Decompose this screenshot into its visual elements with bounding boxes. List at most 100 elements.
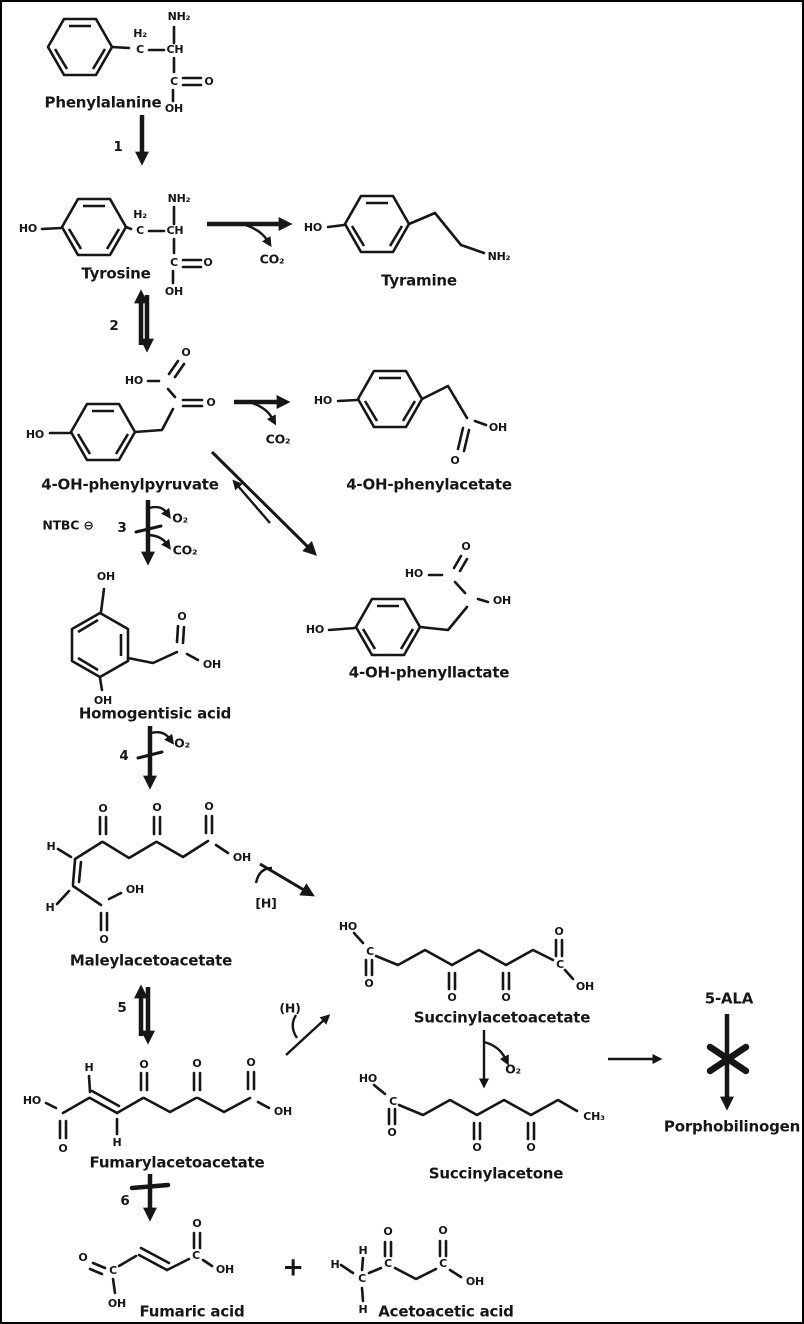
- tick-step-4: [136, 750, 164, 760]
- hpp-structure: [48, 359, 204, 435]
- double-bonds: [181, 76, 203, 87]
- phenylalanine-structure: [110, 25, 203, 103]
- saa-o-keto1: O: [447, 991, 456, 1004]
- maa-oh-carboxyl1: OH: [233, 851, 251, 864]
- bonds: [98, 587, 200, 692]
- fum-c1: C: [109, 1264, 117, 1277]
- maa-o-carboxyl1: O: [204, 800, 213, 813]
- o2-saa-branch: O₂: [505, 1062, 521, 1077]
- step-6: 6: [120, 1193, 129, 1209]
- pbg-name: Porphobilinogen: [664, 1118, 800, 1136]
- faa-ho-carboxyl1: HO: [23, 1094, 41, 1107]
- step-1: 1: [113, 139, 122, 155]
- hpl-oh: OH: [493, 594, 511, 607]
- curve-co2-tyramine: [241, 222, 272, 248]
- tick-step-3: [134, 524, 163, 534]
- saa-oh: OH: [576, 980, 594, 993]
- step-4: 4: [119, 748, 128, 764]
- curve-co2-hpa: [248, 400, 277, 426]
- faa-structure: [44, 1070, 271, 1140]
- co2-hpa-branch: CO₂: [266, 432, 291, 447]
- double-bonds: [456, 426, 471, 453]
- sa-name: Succinylacetone: [429, 1165, 564, 1183]
- hga-structure: [98, 587, 200, 692]
- fumaric-structure: [88, 1231, 214, 1295]
- double-bonds: [175, 624, 186, 645]
- double-bonds: [387, 1107, 536, 1141]
- bonds: [110, 25, 176, 103]
- phenylalanine-c-ch2: C: [136, 43, 144, 56]
- fum-c2: C: [192, 1249, 200, 1262]
- fum-oh-bottom: OH: [108, 1297, 126, 1310]
- faa-o-keto2: O: [192, 1057, 201, 1070]
- hpl-ring: [354, 597, 422, 657]
- double-bonds: [452, 554, 469, 573]
- step-5: 5: [117, 1000, 126, 1016]
- aaa-h-left: H: [330, 1258, 339, 1271]
- o2-step-4: O₂: [174, 736, 190, 751]
- double-bonds: [181, 258, 203, 269]
- phenylalanine-ring: [46, 17, 114, 77]
- maa-h-top: H: [46, 840, 55, 853]
- saa-o-c1: O: [364, 977, 373, 990]
- double-bonds: [167, 359, 204, 408]
- h-maa-branch: [H]: [255, 896, 276, 911]
- acetoacetic-structure: [339, 1239, 463, 1303]
- phenylalanine-o-carboxyl: O: [204, 75, 213, 88]
- double-bonds: [383, 1239, 448, 1258]
- hpp-ring: [69, 402, 137, 462]
- bonds: [352, 931, 575, 981]
- aaa-o-carboxyl: O: [438, 1224, 447, 1237]
- saa-c2: C: [556, 958, 564, 971]
- tyrosine-ring: [60, 197, 128, 257]
- hpa-oh-carboxyl: OH: [489, 421, 507, 434]
- aaa-h-bottom: H: [358, 1303, 367, 1316]
- curve-o2-step-4: [150, 730, 175, 745]
- hpp-ho-ring: HO: [26, 428, 44, 441]
- aaa-c3: C: [439, 1257, 447, 1270]
- double-bonds: [71, 814, 214, 932]
- bonds: [372, 1083, 579, 1117]
- tyramine-ring: [343, 194, 411, 254]
- phenylalanine-oh: OH: [165, 102, 183, 115]
- curve-o2-step-3: [148, 505, 171, 519]
- hpa-name: 4-OH-phenylacetate: [346, 476, 512, 494]
- arrow-hpl-to-hpp: [232, 479, 271, 524]
- double-bonds: [364, 938, 564, 991]
- hpl-ho-ring: HO: [306, 623, 324, 636]
- aaa-c2: C: [384, 1257, 392, 1270]
- fum-o-top: O: [192, 1217, 201, 1230]
- saa-c1: C: [366, 945, 374, 958]
- hpl-o-carboxyl: O: [461, 540, 470, 553]
- hpl-name: 4-OH-phenyllactate: [349, 664, 510, 682]
- hga-ring: [70, 611, 130, 679]
- phenylalanine-nh2: NH₂: [168, 10, 191, 23]
- sa-structure: [372, 1083, 579, 1141]
- tyrosine-h2: H₂: [133, 208, 147, 221]
- aaa-name: Acetoacetic acid: [378, 1303, 513, 1321]
- sa-o-keto1: O: [472, 1141, 481, 1154]
- sa-o-c1: O: [387, 1126, 396, 1139]
- tyramine-name: Tyramine: [381, 272, 457, 290]
- cofactor-arrows: [148, 222, 509, 1066]
- bonds: [336, 384, 488, 427]
- bonds: [48, 379, 177, 435]
- faa-oh-carboxyl2: OH: [274, 1105, 292, 1118]
- ala-name: 5-ALA: [705, 990, 754, 1008]
- hpl-ho-carboxyl: HO: [405, 567, 423, 580]
- reaction-arrows: [134, 115, 734, 1222]
- bonds: [44, 1074, 271, 1136]
- sa-ch3: CH₃: [583, 1110, 605, 1123]
- saa-o-c2: O: [554, 925, 563, 938]
- plus-sign: +: [282, 1253, 304, 1283]
- hpp-o-carboxyl: O: [181, 346, 190, 359]
- ntbc-inhibitor: NTBC ⊖: [42, 518, 93, 533]
- x-block-pbg: [706, 1043, 750, 1075]
- maa-o-keto1: O: [98, 802, 107, 815]
- fum-oh-right: OH: [216, 1263, 234, 1276]
- arrow-faa-to-saa: [285, 1014, 331, 1056]
- arc-h-maa: [254, 866, 273, 884]
- maa-h-bottom: H: [45, 901, 54, 914]
